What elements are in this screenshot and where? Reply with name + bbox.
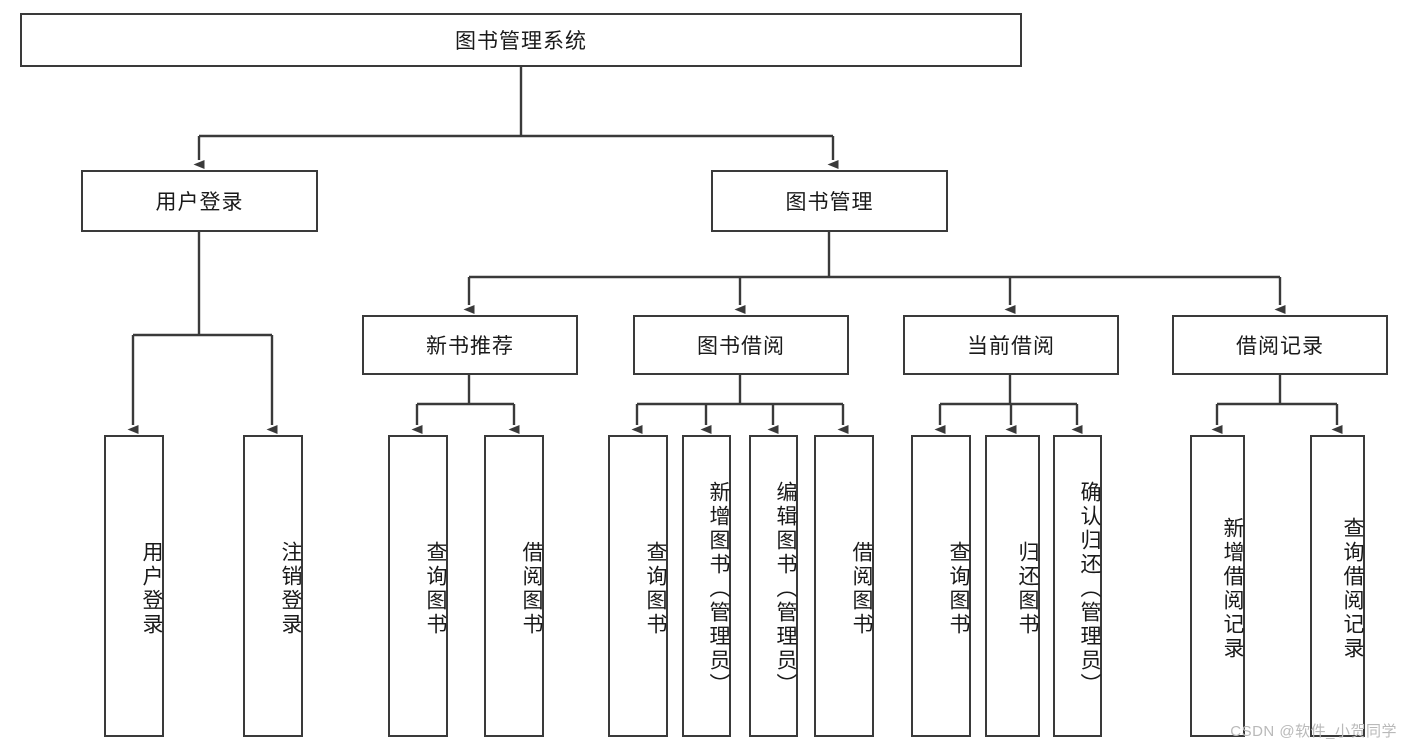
node-root[interactable]: 图书管理系统 bbox=[20, 13, 1022, 67]
node-book-manage[interactable]: 图书管理 bbox=[711, 170, 948, 232]
node-new-book-rec-label: 新书推荐 bbox=[426, 335, 514, 358]
node-leaf-add-record-label: 新增借阅记录 bbox=[1221, 517, 1244, 661]
node-leaf-user-login[interactable]: 用户登录 bbox=[104, 435, 164, 737]
node-book-manage-label: 图书管理 bbox=[785, 191, 874, 214]
node-root-label: 图书管理系统 bbox=[455, 30, 587, 53]
node-leaf-query-book-2[interactable]: 查询图书 bbox=[608, 435, 668, 737]
node-leaf-confirm-return[interactable]: 确认归还（管理员） bbox=[1053, 435, 1102, 737]
node-leaf-return-book-label: 归还图书 bbox=[1016, 541, 1039, 637]
node-leaf-logout-label: 注销登录 bbox=[279, 541, 302, 637]
node-leaf-borrow-book-2-label: 借阅图书 bbox=[850, 541, 873, 637]
node-leaf-borrow-book-2[interactable]: 借阅图书 bbox=[814, 435, 874, 737]
node-leaf-query-book-1[interactable]: 查询图书 bbox=[388, 435, 448, 737]
node-leaf-return-book[interactable]: 归还图书 bbox=[985, 435, 1040, 737]
node-leaf-add-book-label: 新增图书（管理员） bbox=[707, 481, 730, 697]
node-leaf-borrow-book-1[interactable]: 借阅图书 bbox=[484, 435, 544, 737]
node-leaf-query-record[interactable]: 查询借阅记录 bbox=[1310, 435, 1365, 737]
node-current-borrow[interactable]: 当前借阅 bbox=[903, 315, 1119, 375]
node-user-login[interactable]: 用户登录 bbox=[81, 170, 318, 232]
node-leaf-edit-book-label: 编辑图书（管理员） bbox=[774, 481, 797, 697]
csdn-watermark: CSDN @软件_小贺同学 bbox=[1230, 723, 1397, 740]
node-leaf-query-book-2-label: 查询图书 bbox=[644, 541, 667, 637]
node-borrow-record-label: 借阅记录 bbox=[1236, 335, 1324, 358]
node-book-borrow[interactable]: 图书借阅 bbox=[633, 315, 849, 375]
node-leaf-add-book[interactable]: 新增图书（管理员） bbox=[682, 435, 731, 737]
node-leaf-add-record[interactable]: 新增借阅记录 bbox=[1190, 435, 1245, 737]
node-new-book-rec[interactable]: 新书推荐 bbox=[362, 315, 578, 375]
node-leaf-confirm-return-label: 确认归还（管理员） bbox=[1078, 481, 1101, 697]
node-leaf-query-book-1-label: 查询图书 bbox=[424, 541, 447, 637]
node-leaf-logout[interactable]: 注销登录 bbox=[243, 435, 303, 737]
node-leaf-query-record-label: 查询借阅记录 bbox=[1341, 517, 1364, 661]
node-user-login-label: 用户登录 bbox=[155, 191, 244, 214]
node-leaf-query-book-3-label: 查询图书 bbox=[947, 541, 970, 637]
node-current-borrow-label: 当前借阅 bbox=[967, 335, 1055, 358]
node-book-borrow-label: 图书借阅 bbox=[697, 335, 785, 358]
node-leaf-user-login-label: 用户登录 bbox=[140, 541, 163, 637]
node-leaf-query-book-3[interactable]: 查询图书 bbox=[911, 435, 971, 737]
node-borrow-record[interactable]: 借阅记录 bbox=[1172, 315, 1388, 375]
node-leaf-borrow-book-1-label: 借阅图书 bbox=[520, 541, 543, 637]
node-leaf-edit-book[interactable]: 编辑图书（管理员） bbox=[749, 435, 798, 737]
